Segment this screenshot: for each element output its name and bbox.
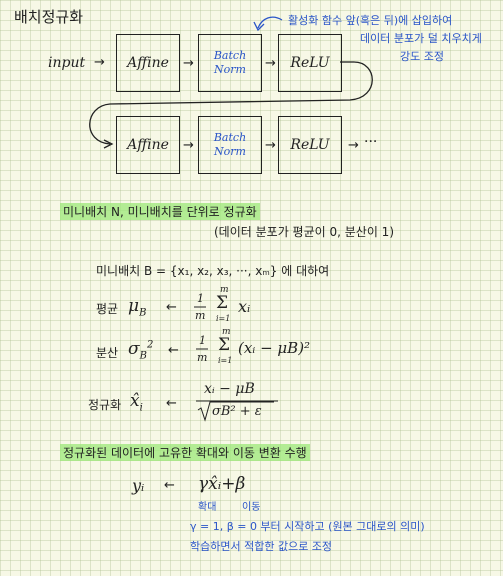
var-sum-bot: i=1 [218, 356, 233, 365]
section2-heading: 정규화된 데이터에 고유한 확대와 이동 변환 수행 [60, 444, 310, 461]
arrow-3: → [183, 138, 194, 153]
mean-frac-den: m [195, 309, 206, 322]
batchnorm-box-2: Batch Norm [198, 116, 262, 174]
section1-heading: 미니배치 N, 미니배치를 단위로 정규화 [60, 203, 260, 220]
relu-label-2: ReLU [290, 137, 330, 153]
gamma: γ [198, 474, 209, 494]
relu-box-1: ReLU [278, 34, 342, 92]
mean-sum-top: m [220, 285, 229, 295]
var-rhs: (xᵢ − μB)² [238, 339, 311, 357]
mean-frac-num: 1 [197, 292, 204, 305]
mean-sum-bot: i=1 [216, 314, 231, 323]
batch-label-2: Batch [213, 130, 247, 144]
bottom-note-2: 학습하면서 적합한 값으로 조정 [190, 540, 333, 553]
page-title: 배치정규화 [14, 8, 84, 26]
plus-sign: + [221, 474, 236, 494]
var-sigma-sup: 2 [146, 339, 154, 351]
batch-label: Batch [213, 48, 247, 62]
gamma-note: 확대 [198, 502, 217, 513]
relu-label: ReLU [290, 55, 330, 71]
mean-mu: μ [128, 296, 140, 316]
section1-subtitle: (데이터 분포가 평균이 0, 분산이 1) [214, 225, 395, 239]
xhat-term: x̂ᵢ [208, 474, 222, 494]
norm-lhs: x̂i [130, 391, 143, 413]
norm-label: 정규화 [88, 398, 122, 412]
relu-box-2: ReLU [278, 116, 342, 174]
affine-box-2: Affine [116, 116, 180, 174]
arrow-4: → [265, 138, 276, 153]
arrow-1: → [183, 56, 194, 71]
beta: β [235, 474, 246, 494]
var-sigma-sub: B [139, 350, 147, 362]
batchnorm-box-1: Batch Norm [198, 34, 262, 92]
affine-label-2: Affine [127, 137, 169, 153]
mean-sigma: Σ [216, 293, 229, 313]
ellipsis: ··· [364, 134, 378, 150]
norm-label: Norm [214, 63, 246, 76]
note-line-2: 데이터 분포가 덜 치우치게 [360, 32, 482, 45]
mean-arrow: ← [166, 300, 177, 315]
affine-box-1: Affine [116, 34, 180, 92]
input-label: input [48, 55, 86, 71]
affine-label: Affine [127, 55, 169, 71]
note-line-3: 강도 조정 [400, 50, 444, 63]
mean-lhs: μB [128, 296, 146, 318]
arrow-5: → [348, 138, 359, 153]
beta-note: 이동 [242, 502, 261, 513]
var-sigma-sum: Σ [218, 335, 231, 355]
norm-numerator: xᵢ − μB [204, 381, 255, 397]
y-arrow: ← [164, 478, 175, 493]
norm-xhat: x̂ [130, 391, 140, 411]
norm-label-2: Norm [214, 145, 246, 158]
var-arrow: ← [168, 343, 179, 358]
norm-arrow: ← [166, 396, 177, 411]
norm-denominator: σB² + ε [212, 404, 262, 419]
var-lhs: σB2 [128, 339, 153, 361]
y-rhs: γx̂ᵢ+β [198, 474, 245, 494]
var-frac-num: 1 [199, 334, 206, 347]
var-sum-top: m [222, 327, 231, 337]
arrow-2: → [265, 56, 276, 71]
bottom-note-1: γ = 1, β = 0 부터 시작하고 (원본 그대로의 의미) [190, 520, 425, 533]
var-label: 분산 [96, 346, 119, 360]
var-frac-den: m [197, 351, 208, 364]
norm-xhat-sub: i [139, 402, 143, 414]
note-line-1: 활성화 함수 앞(혹은 뒤)에 삽입하여 [288, 14, 453, 27]
var-sigma: σ [128, 339, 140, 359]
arrow-input: → [94, 55, 105, 70]
mean-label: 평균 [96, 302, 119, 316]
y-lhs: yᵢ [132, 476, 145, 495]
mean-mu-sub: B [139, 307, 147, 319]
mean-rhs: xᵢ [238, 297, 251, 316]
minibatch-line: 미니배치 B = {x₁, x₂, x₃, ···, xₘ} 에 대하여 [96, 264, 330, 278]
